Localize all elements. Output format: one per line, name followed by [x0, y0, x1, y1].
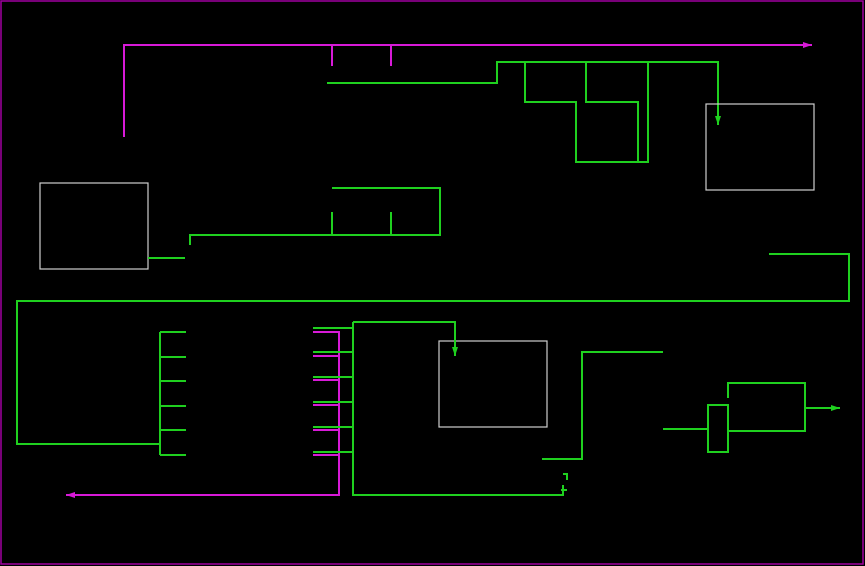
secondary-return-loop [16, 253, 850, 445]
secondary-line-middle [189, 187, 441, 245]
secondary-junction-right [663, 404, 729, 453]
primary-comb-teeth [313, 355, 339, 456]
secondary-loop-top-1 [524, 62, 649, 163]
secondary-loop-top-2 [585, 62, 639, 162]
small-connector-mark [561, 473, 568, 491]
block-left [39, 182, 149, 270]
secondary-comb-teeth [313, 327, 353, 453]
left-comb-teeth [160, 331, 186, 456]
block-center [438, 340, 548, 428]
secondary-line-top [327, 61, 721, 125]
secondary-line-right [542, 351, 663, 460]
secondary-loop-right [727, 382, 806, 445]
primary-line-top [123, 42, 812, 137]
secondary-feed-center-block [353, 321, 458, 356]
block-top-right [705, 103, 815, 191]
secondary-bus-center [352, 322, 564, 496]
primary-line-bottom [66, 331, 340, 498]
